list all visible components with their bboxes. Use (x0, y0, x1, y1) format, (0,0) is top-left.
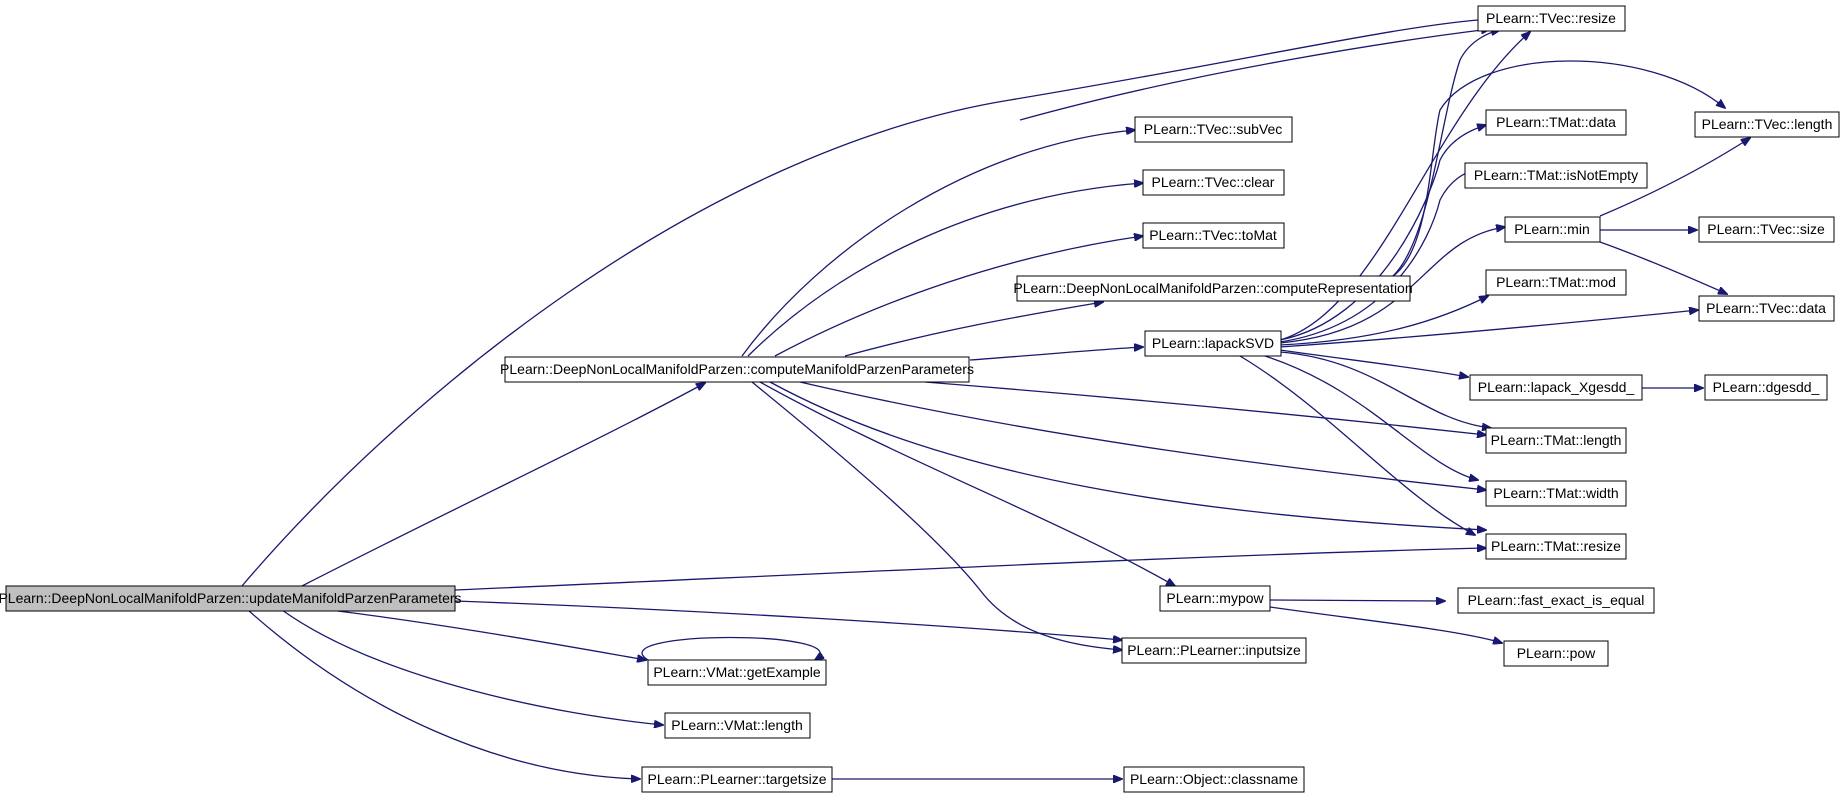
edge-min-tvec-length (1599, 138, 1750, 217)
node-compute-params[interactable]: PLearn::DeepNonLocalManifoldParzen::comp… (500, 356, 974, 383)
node-label: PLearn::DeepNonLocalManifoldParzen::upda… (0, 590, 462, 606)
node-label: PLearn::pow (1517, 645, 1596, 661)
node-label: PLearn::dgesdd_ (1713, 379, 1820, 395)
nodes-layer: PLearn::DeepNonLocalManifoldParzen::upda… (0, 5, 1840, 793)
node-tmat-resize[interactable]: PLearn::TMat::resize (1485, 533, 1627, 560)
node-label: PLearn::VMat::length (671, 717, 803, 733)
edge-compute-tvec-resize (1019, 29, 1490, 121)
node-label: PLearn::PLearner::targetsize (648, 771, 827, 787)
edge-svd-tmat-mod (1279, 296, 1488, 346)
node-tmat-mod[interactable]: PLearn::TMat::mod (1485, 269, 1627, 296)
edge-compute-tmat-width (799, 381, 1486, 490)
node-label: PLearn::TMat::data (1496, 114, 1616, 130)
node-tmat-width[interactable]: PLearn::TMat::width (1485, 480, 1627, 507)
edge-svd-lapack-xgesdd (1279, 349, 1468, 377)
edge-svd-tmat-resize (1239, 355, 1475, 535)
node-tmat-length[interactable]: PLearn::TMat::length (1485, 427, 1627, 454)
edge-root-getexample (329, 609, 646, 660)
node-label: PLearn::TVec::resize (1486, 10, 1616, 26)
edge-svd-tmat-width (1264, 355, 1478, 480)
node-label: PLearn::PLearner::inputsize (1127, 642, 1301, 658)
node-targetsize[interactable]: PLearn::PLearner::targetsize (641, 766, 833, 793)
node-label: PLearn::DeepNonLocalManifoldParzen::comp… (1013, 280, 1412, 296)
edge-repr-tvec-resize (1392, 30, 1500, 277)
node-vmat-length[interactable]: PLearn::VMat::length (664, 712, 811, 739)
edge-compute-tvec-clear (747, 183, 1143, 357)
node-classname[interactable]: PLearn::Object::classname (1123, 766, 1305, 793)
node-tvec-subvec[interactable]: PLearn::TVec::subVec (1134, 116, 1293, 143)
node-tmat-isnotempty[interactable]: PLearn::TMat::isNotEmpty (1464, 162, 1648, 189)
node-label: PLearn::VMat::getExample (653, 664, 821, 680)
node-tmat-data[interactable]: PLearn::TMat::data (1485, 109, 1627, 136)
edge-svd-tmat-length (1279, 351, 1491, 428)
edges-layer (241, 19, 1750, 779)
node-label: PLearn::lapackSVD (1152, 335, 1274, 351)
node-pow[interactable]: PLearn::pow (1503, 640, 1609, 667)
node-tvec-data[interactable]: PLearn::TVec::data (1698, 295, 1835, 322)
node-inputsize[interactable]: PLearn::PLearner::inputsize (1121, 637, 1307, 664)
edge-min-tvec-data (1599, 241, 1727, 294)
edge-compute-tmat-resize (769, 381, 1486, 530)
node-label: PLearn::TMat::length (1491, 432, 1622, 448)
edge-mypow-pow (1269, 606, 1502, 643)
edge-root-vmat-length (281, 609, 663, 725)
edge-root-tmat-resize (454, 548, 1486, 591)
node-label: PLearn::TVec::clear (1152, 174, 1275, 190)
edge-repr-tvec-length (1392, 60, 1725, 277)
edge-compute-compute-repr (844, 302, 1103, 357)
node-label: PLearn::TMat::mod (1496, 274, 1616, 290)
node-label: PLearn::min (1514, 221, 1589, 237)
node-label: PLearn::TMat::isNotEmpty (1474, 167, 1638, 183)
edge-root-inputsize (454, 600, 1122, 640)
node-label: PLearn::TMat::resize (1491, 538, 1621, 554)
node-tvec-size[interactable]: PLearn::TVec::size (1698, 216, 1835, 243)
edge-compute-lapacksvd (969, 347, 1143, 361)
node-tvec-tomat[interactable]: PLearn::TVec::toMat (1142, 222, 1285, 249)
edge-compute-tvec-subvec (741, 130, 1135, 357)
node-label: PLearn::lapack_Xgesdd_ (1478, 379, 1635, 395)
node-tvec-resize[interactable]: PLearn::TVec::resize (1477, 5, 1626, 32)
node-lapack-xgesdd[interactable]: PLearn::lapack_Xgesdd_ (1469, 374, 1643, 401)
node-label: PLearn::TVec::subVec (1144, 121, 1283, 137)
edge-svd-min (1279, 227, 1505, 344)
node-label: PLearn::mypow (1166, 590, 1264, 606)
node-lapacksvd[interactable]: PLearn::lapackSVD (1144, 330, 1282, 357)
node-label: PLearn::TVec::toMat (1149, 227, 1277, 243)
edge-compute-inputsize (751, 381, 1122, 650)
node-tvec-length[interactable]: PLearn::TVec::length (1694, 111, 1840, 138)
edge-compute-tvec-tomat (774, 236, 1143, 357)
node-label: PLearn::Object::classname (1130, 771, 1298, 787)
node-label: PLearn::fast_exact_is_equal (1468, 592, 1645, 608)
node-tvec-clear[interactable]: PLearn::TVec::clear (1142, 169, 1285, 196)
node-label: PLearn::TVec::data (1706, 300, 1826, 316)
node-label: PLearn::DeepNonLocalManifoldParzen::comp… (500, 361, 974, 377)
edge-svd-tmat-data (1279, 125, 1486, 341)
node-dgesdd[interactable]: PLearn::dgesdd_ (1704, 374, 1828, 401)
node-label: PLearn::TMat::width (1493, 485, 1618, 501)
edge-root-compute-params (301, 383, 705, 587)
edge-getexample-self (641, 636, 820, 661)
edge-svd-tmat-isnotempty (1279, 170, 1476, 343)
edge-svd-tvec-resize (1279, 32, 1530, 341)
node-label: PLearn::TVec::length (1702, 116, 1833, 132)
node-getexample[interactable]: PLearn::VMat::getExample (647, 659, 827, 686)
node-label: PLearn::TVec::size (1707, 221, 1825, 237)
edge-svd-tvec-data (1279, 310, 1698, 348)
edge-mypow-fast-exact (1269, 600, 1445, 601)
node-root[interactable]: PLearn::DeepNonLocalManifoldParzen::upda… (0, 585, 462, 612)
edge-compute-tmat-length (924, 381, 1486, 435)
node-compute-repr[interactable]: PLearn::DeepNonLocalManifoldParzen::comp… (1013, 275, 1413, 302)
edge-root-targetsize (247, 609, 640, 779)
node-fast-exact[interactable]: PLearn::fast_exact_is_equal (1457, 587, 1655, 614)
node-min[interactable]: PLearn::min (1504, 216, 1601, 243)
edge-root-tvec-resize (241, 19, 1490, 587)
node-mypow[interactable]: PLearn::mypow (1159, 585, 1271, 612)
edge-compute-mypow (759, 381, 1175, 586)
